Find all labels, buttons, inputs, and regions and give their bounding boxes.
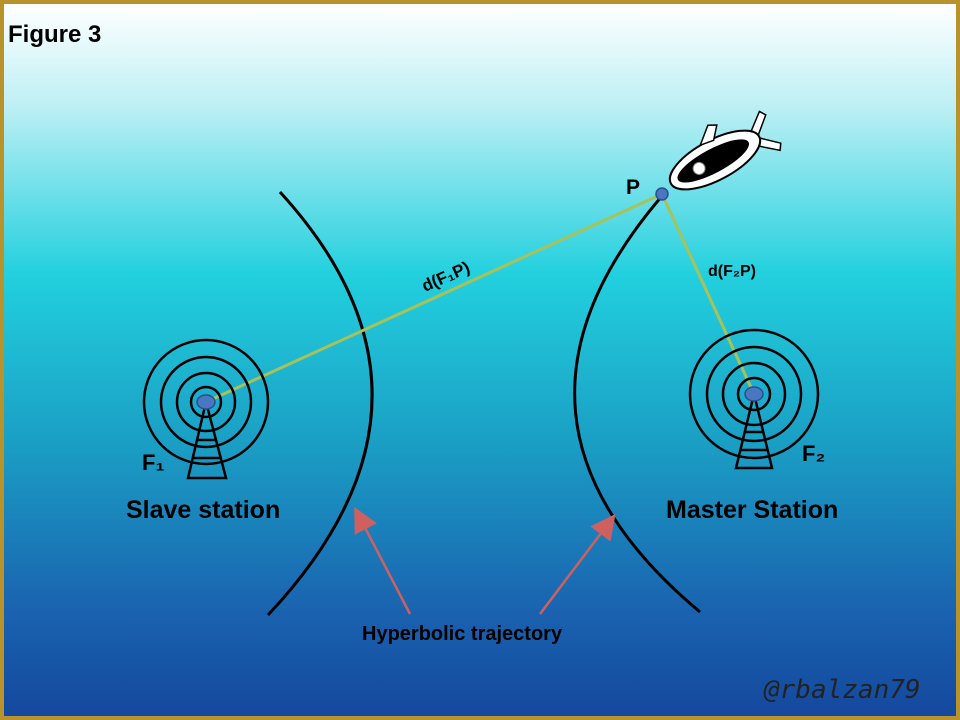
master-station-label: Master Station (666, 496, 838, 524)
hyperbola-right-branch (573, 195, 701, 614)
radio-tower-icon (142, 338, 270, 480)
focus-f1-label: F₁ (142, 450, 165, 475)
distance-line-f1p (205, 192, 663, 404)
signature: @rbalzan79 (763, 675, 921, 705)
diagram-canvas: Figure 3 P d(F₁P) d(F₂P) (4, 4, 956, 716)
trajectory-arrow-left (354, 506, 412, 615)
point-p-node (655, 187, 669, 201)
figure-label: Figure 3 (8, 21, 101, 48)
point-p-label: P (626, 176, 640, 199)
background (4, 4, 956, 716)
airship-icon (668, 110, 782, 191)
focus-f2-label: F₂ (802, 441, 825, 466)
trajectory-arrow-right (539, 514, 616, 615)
radio-tower-icon (688, 328, 820, 470)
distance-f2p-label: d(F₂P) (708, 263, 756, 280)
distance-line-f2p (660, 193, 756, 395)
hyperbola-left-branch (266, 190, 374, 617)
trajectory-label: Hyperbolic trajectory (362, 623, 563, 645)
slave-station-label: Slave station (126, 496, 280, 524)
